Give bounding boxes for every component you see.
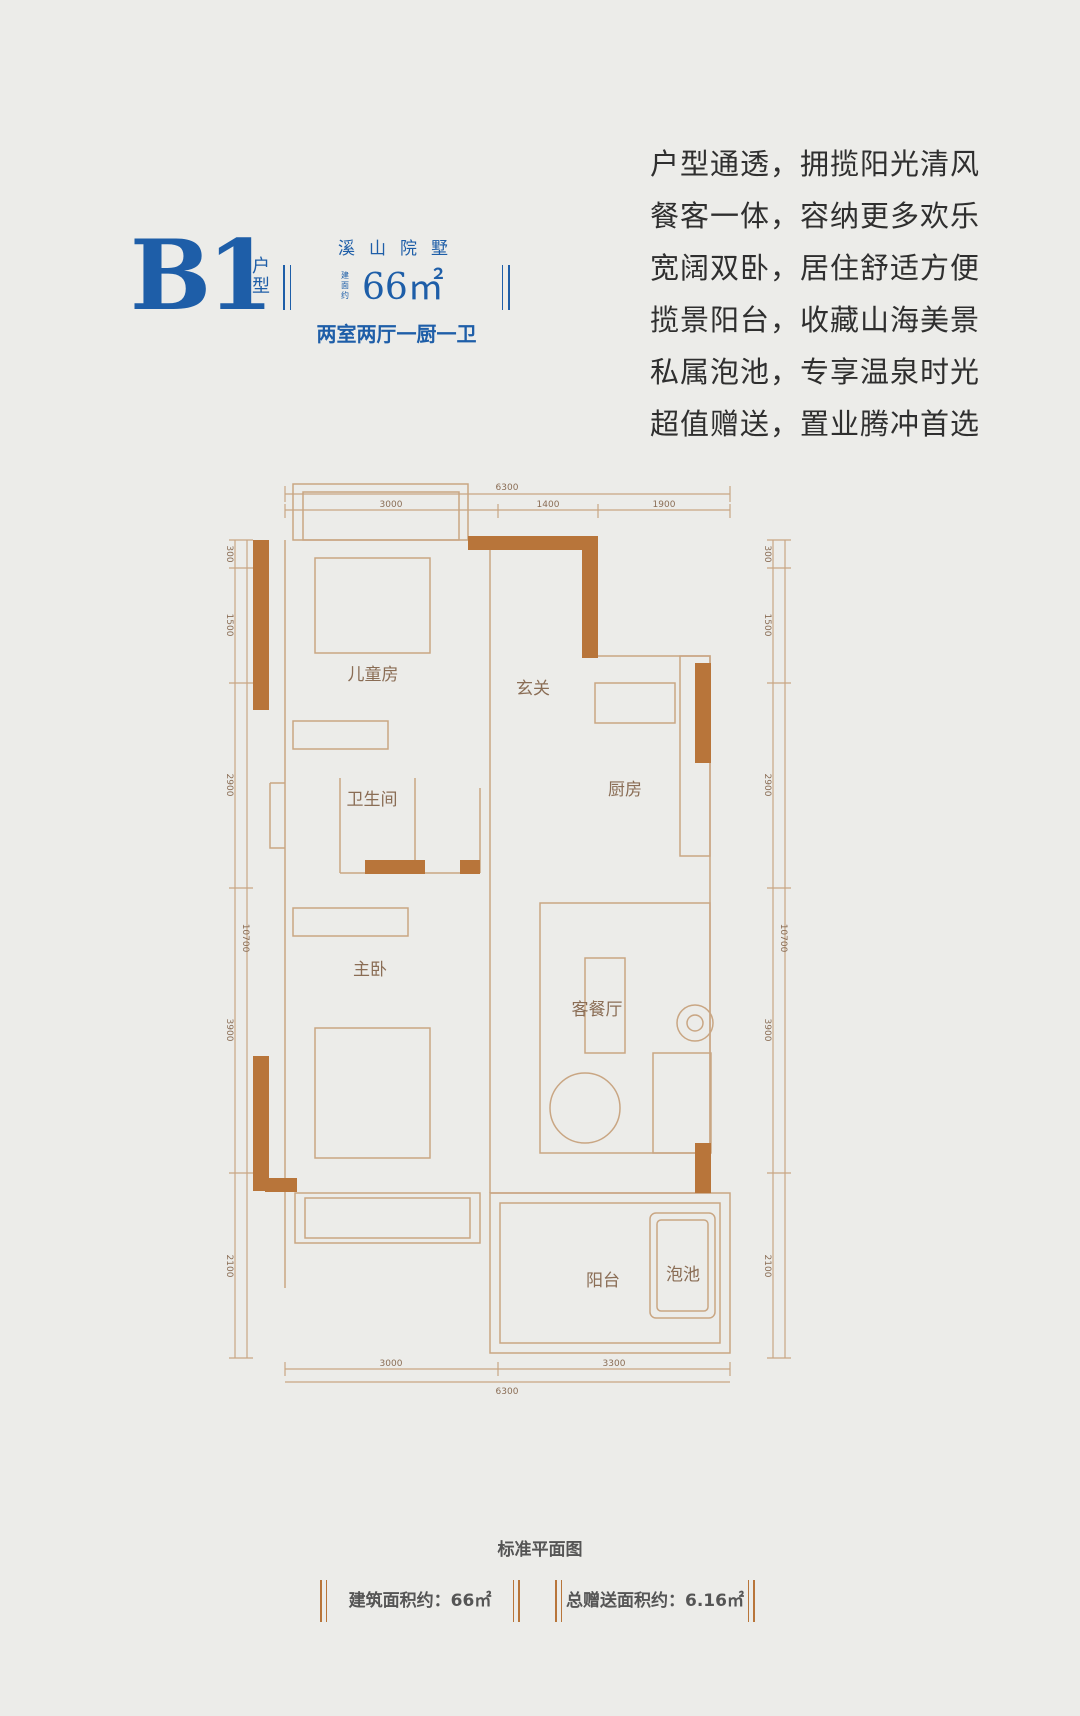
- dim-right-4: 3900: [762, 1019, 772, 1042]
- room-entrance: 玄关: [516, 679, 550, 699]
- dim-right-1: 300: [762, 545, 772, 562]
- build-area-badge: 建筑面积约：66㎡: [320, 1580, 520, 1622]
- dim-bottom-2: 3300: [603, 1359, 626, 1369]
- dim-right-3: 2900: [762, 774, 772, 797]
- dim-bottom-total: 6300: [496, 1387, 519, 1397]
- area-label: 建面约: [341, 271, 349, 300]
- slogan-list: 户型通透，拥揽阳光清风 餐客一体，容纳更多欢乐 宽阔双卧，居住舒适方便 揽景阳台…: [650, 138, 1070, 450]
- room-kids: 儿童房: [348, 665, 399, 685]
- slogan-line: 超值赠送，置业腾冲首选: [650, 407, 981, 441]
- dim-left-2: 1500: [225, 614, 234, 637]
- dim-left-4: 3900: [225, 1019, 234, 1042]
- slogan-line: 揽景阳台，收藏山海美景: [650, 303, 981, 337]
- dim-top-3: 1900: [653, 500, 676, 510]
- dim-left-3: 2900: [225, 774, 234, 797]
- project-name: 溪山院墅: [338, 239, 462, 259]
- area-frame: [283, 265, 510, 310]
- dim-top-2: 1400: [537, 500, 560, 510]
- structural-walls: [253, 536, 711, 1193]
- dim-right-5: 2100: [762, 1255, 772, 1278]
- unit-suffix: 户型: [252, 256, 270, 297]
- dim-bottom-1: 3000: [380, 1359, 403, 1369]
- floor-plan: 儿童房 玄关 卫生间 厨房 主卧 客餐厅 阳台 泡池 6300 3000 140…: [225, 483, 791, 1397]
- dim-right-2: 1500: [762, 614, 772, 637]
- room-balcony: 阳台: [586, 1271, 620, 1291]
- dim-left-5: 2100: [225, 1255, 234, 1278]
- room-bathroom: 卫生间: [347, 790, 398, 810]
- slogan-line: 餐客一体，容纳更多欢乐: [650, 199, 981, 233]
- room-master: 主卧: [353, 960, 387, 980]
- slogan-line: 宽阔双卧，居住舒适方便: [650, 251, 981, 285]
- dimension-lines: [229, 486, 791, 1383]
- dim-left-total: 10700: [240, 924, 250, 953]
- room-pool: 泡池: [666, 1265, 700, 1285]
- area-value: 66㎡: [362, 267, 444, 308]
- room-type: 两室两厅一厨一卫: [316, 322, 477, 346]
- room-kitchen: 厨房: [608, 780, 642, 800]
- plan-outlines: [269, 483, 731, 1354]
- slogan-line: 户型通透，拥揽阳光清风: [650, 147, 981, 181]
- gift-area-badge: 总赠送面积约：6.16㎡: [555, 1580, 755, 1622]
- slogan-line: 私属泡池，专享温泉时光: [650, 355, 981, 389]
- unit-code: B1: [130, 219, 274, 332]
- dimension-labels: 6300 3000 1400 1900 3000 3300 6300 300 1…: [225, 483, 788, 1397]
- room-labels: 儿童房 玄关 卫生间 厨房 主卧 客餐厅 阳台 泡池: [347, 665, 701, 1291]
- dim-top-1: 3000: [380, 500, 403, 510]
- dim-right-total: 10700: [778, 924, 788, 953]
- dim-left-1: 300: [225, 545, 234, 562]
- plan-title: 标准平面图: [497, 1540, 583, 1560]
- room-living: 客餐厅: [572, 1000, 623, 1020]
- dim-top-total: 6300: [496, 483, 519, 493]
